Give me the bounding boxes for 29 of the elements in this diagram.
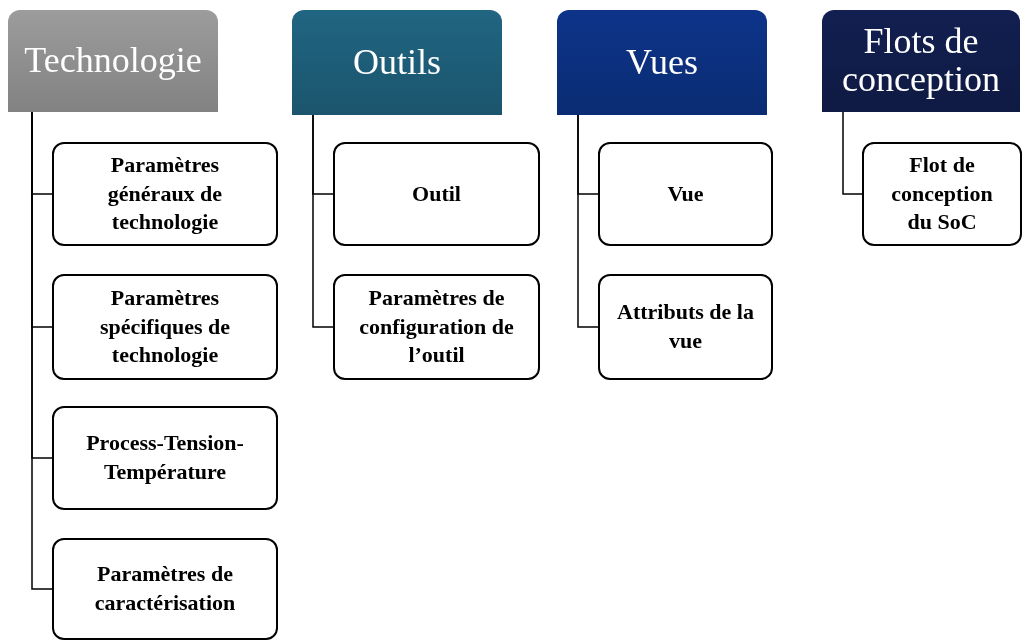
item-box [333,142,540,246]
item-box [52,142,278,246]
item-box [52,538,278,640]
connector-line [842,111,863,195]
item-label: Paramètres spécifiques de technologie [98,284,232,370]
item-box [52,274,278,380]
item-label: Paramètres de configuration de l’outil [358,284,515,370]
header-title: Vues [626,43,698,82]
item-box [52,406,278,510]
category-header [557,10,767,115]
category-header [8,10,218,112]
item-label: Process-Tension-Température [85,429,245,486]
header-title: Technologie [24,42,202,80]
item-box [862,142,1022,246]
item-label: Outil [412,179,461,208]
item-label: Flot de conception du SoC [890,151,994,237]
item-box [333,274,540,380]
connector-line [312,114,334,328]
item-label: Attributs de la vue [616,298,755,355]
item-label: Paramètres de caractérisation [93,560,237,617]
category-header [822,10,1020,112]
item-label: Paramètres généraux de technologie [106,151,224,237]
item-label: Vue [667,179,704,208]
item-box [598,142,773,246]
category-header [292,10,502,115]
connector-line [577,114,599,328]
header-title: Flots de conception [841,23,1001,99]
header-title: Outils [353,43,441,82]
item-box [598,274,773,380]
